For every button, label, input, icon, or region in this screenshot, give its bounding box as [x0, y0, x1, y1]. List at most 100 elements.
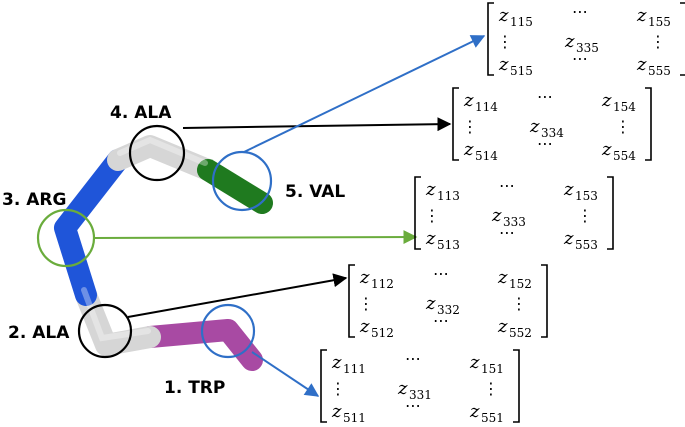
- matrix-entry-br-var: z: [497, 316, 508, 337]
- matrix-entry-tl-sub: 111: [343, 362, 366, 376]
- trp-highlight-circle: [200, 303, 256, 359]
- trp-segment: [139, 319, 263, 371]
- matrix-vdots-left: ⋮: [424, 206, 440, 225]
- matrix-right-bracket: [541, 264, 548, 338]
- matrix-entry-br-var: z: [469, 401, 480, 422]
- matrix-entry-tl-var: z: [331, 352, 342, 373]
- matrix-hdots-top: ⋯: [537, 87, 553, 106]
- ala2-segment: [75, 284, 161, 356]
- matrix-entry-tl-sub: 112: [371, 277, 394, 291]
- matrix-vdots-left: ⋮: [330, 379, 346, 398]
- matrix-vdots-left: ⋮: [462, 117, 478, 136]
- matrix-left-bracket: [487, 2, 494, 76]
- matrix-right-bracket: [607, 176, 614, 250]
- ala4-arrow: [182, 117, 452, 132]
- matrix-entry-bl-var: z: [359, 316, 370, 337]
- matrix-vdots-left: ⋮: [358, 294, 374, 313]
- matrix-entry-br-sub: 552: [509, 326, 532, 340]
- matrix-entry-tr-var: z: [497, 267, 508, 288]
- matrix-entry-br-var: z: [563, 228, 574, 249]
- matrix-vdots-right: ⋮: [577, 206, 593, 225]
- arg-segment: [54, 149, 129, 306]
- matrix-left-bracket: [414, 176, 421, 250]
- matrix-entry-center-sub: 334: [541, 126, 564, 140]
- val-segment: [197, 159, 273, 214]
- matrix-entry-tr-var: z: [636, 5, 647, 26]
- matrix-entry-br-var: z: [601, 139, 612, 160]
- matrix-entry-tl-var: z: [359, 267, 370, 288]
- matrix-hdots-top: ⋯: [572, 2, 588, 21]
- matrix-entry-center-var: z: [564, 31, 575, 52]
- matrix-entry-tl-sub: 113: [437, 189, 460, 203]
- matrix-entry-bl-sub: 515: [510, 64, 533, 78]
- ala4-highlight-circle: [128, 124, 186, 182]
- residue-label-val: 5. VAL: [285, 182, 345, 202]
- matrix-entry-center-sub: 331: [409, 388, 432, 402]
- residue-label-arg: 3. ARG: [2, 190, 66, 210]
- matrix-entry-bl-sub: 511: [343, 411, 366, 425]
- matrix-entry-bl-sub: 514: [475, 149, 498, 163]
- matrix-entry-tr-sub: 155: [648, 15, 671, 29]
- matrix-entry-br-sub: 555: [648, 64, 671, 78]
- matrix-entry-bl-var: z: [425, 228, 436, 249]
- matrix-right-bracket: [513, 349, 520, 423]
- matrix-entry-center-var: z: [529, 116, 540, 137]
- matrix-hdots-bottom: ⋯: [537, 134, 553, 153]
- matrix-hdots-bottom: ⋯: [433, 311, 449, 330]
- matrix-hdots-bottom: ⋯: [499, 223, 515, 242]
- matrix-vdots-right: ⋮: [615, 117, 631, 136]
- residue-label-ala4: 4. ALA: [110, 103, 172, 123]
- matrix-left-bracket: [452, 87, 459, 161]
- matrix-entry-bl-sub: 513: [437, 238, 460, 252]
- residue-label-trp: 1. TRP: [164, 378, 225, 398]
- matrix-entry-center-sub: 333: [503, 215, 526, 229]
- matrix-entry-bl-var: z: [331, 401, 342, 422]
- matrix-entry-tr-sub: 151: [481, 362, 504, 376]
- matrix-entry-tr-sub: 154: [613, 100, 636, 114]
- matrix-entry-br-sub: 554: [613, 149, 636, 163]
- matrix-entry-tr-var: z: [601, 90, 612, 111]
- matrix-entry-center-var: z: [491, 205, 502, 226]
- matrix-entry-tr-sub: 152: [509, 277, 532, 291]
- matrix-entry-bl-sub: 512: [371, 326, 394, 340]
- matrix-vdots-right: ⋮: [650, 32, 666, 51]
- matrix-vdots-right: ⋮: [511, 294, 527, 313]
- matrix-right-bracket: [645, 87, 652, 161]
- matrix-left-bracket: [320, 349, 327, 423]
- trp-arrow: [251, 351, 320, 397]
- matrix-entry-tr-sub: 153: [575, 189, 598, 203]
- matrix-entry-br-sub: 551: [481, 411, 504, 425]
- matrix-entry-bl-var: z: [498, 54, 509, 75]
- matrix-vdots-right: ⋮: [483, 379, 499, 398]
- matrix-hdots-top: ⋯: [499, 176, 515, 195]
- residue-label-ala2: 2. ALA: [8, 323, 70, 343]
- matrix-entry-center-sub: 332: [437, 303, 460, 317]
- matrix-entry-tl-var: z: [463, 90, 474, 111]
- ala2-arrow: [127, 273, 348, 318]
- matrix-entry-tl-sub: 114: [475, 100, 498, 114]
- matrix-hdots-top: ⋯: [405, 349, 421, 368]
- arg-arrow: [92, 230, 418, 245]
- matrix-hdots-top: ⋯: [433, 264, 449, 283]
- matrix-entry-bl-var: z: [463, 139, 474, 160]
- matrix-entry-tl-var: z: [425, 179, 436, 200]
- matrix-entry-center-sub: 335: [576, 41, 599, 55]
- matrix-entry-center-var: z: [425, 293, 436, 314]
- matrix-left-bracket: [348, 264, 355, 338]
- matrix-entry-tr-var: z: [563, 179, 574, 200]
- matrix-entry-tr-var: z: [469, 352, 480, 373]
- ala2-highlight-circle: [77, 303, 133, 359]
- matrix-entry-center-var: z: [397, 378, 408, 399]
- ala4-segment: [107, 135, 219, 181]
- matrix-entry-tl-var: z: [498, 5, 509, 26]
- matrix-entry-br-var: z: [636, 54, 647, 75]
- protein-backbone: [54, 135, 273, 371]
